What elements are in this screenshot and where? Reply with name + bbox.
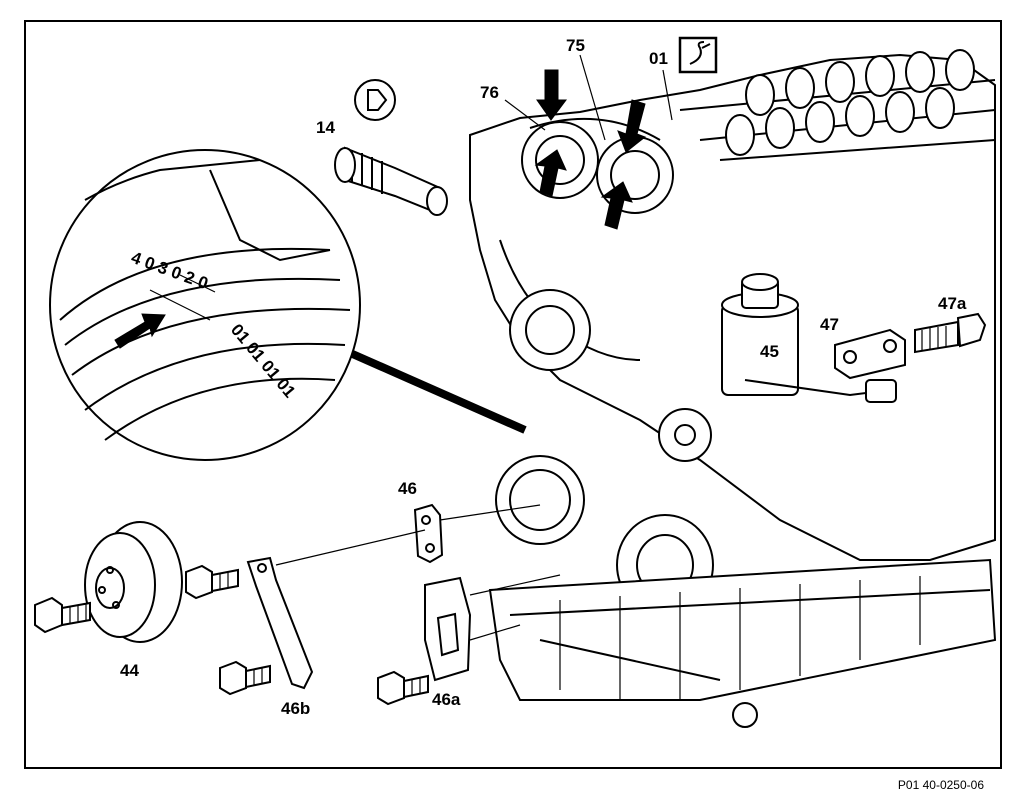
camshaft [725,49,975,156]
part-45 [721,273,897,403]
label-46a: 46a [432,690,461,709]
label-44: 44 [120,661,139,680]
label-75: 75 [566,36,585,55]
label-76: 76 [480,83,499,102]
label-47a: 47a [938,294,967,313]
label-45: 45 [760,342,779,361]
oil-pan [488,558,997,701]
part-47-bracket [834,328,906,380]
label-46: 46 [398,479,417,498]
bolt-46a [377,670,429,706]
leader-76 [504,99,546,131]
label-14: 14 [316,118,335,137]
alignment-arrows [534,69,647,230]
bolt-46b-upper [185,564,239,600]
part-46a-plate [424,574,561,682]
tool-icon-01 [662,36,718,121]
part-46b-strap [246,529,426,690]
tool-icon-14 [354,79,396,121]
bolt-46b-lower [219,660,271,696]
label-46b: 46b [281,699,310,718]
part-47a-bolt [914,312,987,354]
crank-pulley [495,455,585,545]
bolt-44 [34,596,91,634]
part-14-bolt [334,146,448,216]
part-44-pulley [84,521,183,643]
part-46-gasket [413,503,541,564]
leader-75 [579,54,606,141]
figure-reference: P01 40-0250-06 [897,778,984,792]
label-01: 01 [649,49,668,68]
magnifier-detail: 4 0 3 0 2 0 01 01 01 01 [49,149,527,461]
label-47: 47 [820,315,839,334]
